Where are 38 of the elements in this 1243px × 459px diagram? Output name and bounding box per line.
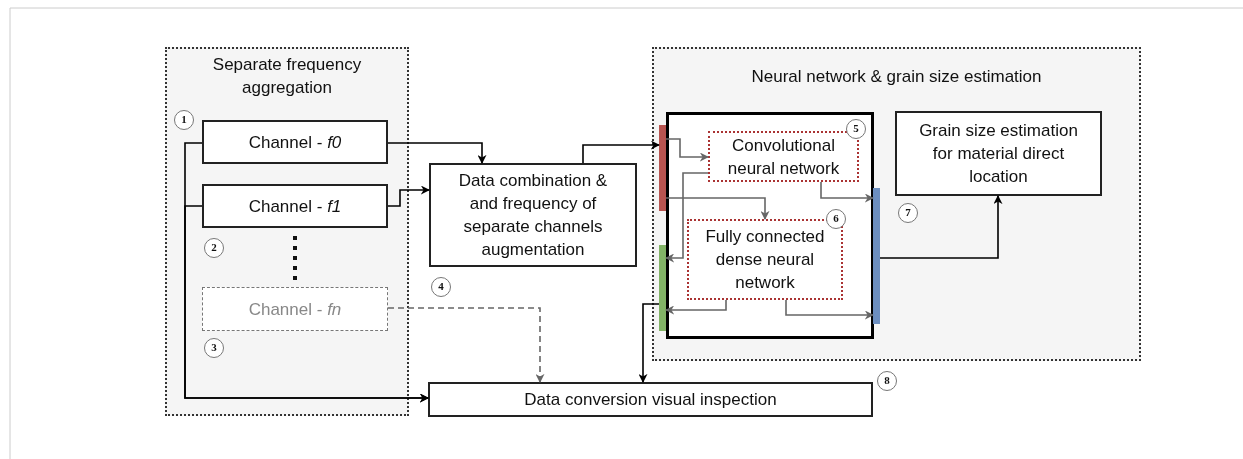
process-box: [708, 131, 859, 182]
arrow: [387, 185, 430, 207]
arrow: [665, 172, 709, 263]
process-box: [202, 287, 388, 331]
box-label: Grain size estimation for material direct location: [918, 120, 1079, 188]
arrow: [820, 181, 874, 203]
process-box: [202, 120, 388, 164]
group-title: Separate frequency aggregation: [211, 54, 363, 99]
box-label: Data conversion visual inspection: [523, 389, 778, 411]
group-panel: [652, 47, 1141, 361]
arrow: [582, 140, 660, 164]
arrow: [387, 142, 487, 164]
box-label: Channel - f0: [247, 131, 343, 154]
box-label: Data combination & and frequency of separate channels augmentation: [457, 170, 609, 261]
process-box: [895, 111, 1102, 196]
port-bar: [659, 245, 666, 331]
box-label: Channel - f1: [247, 195, 343, 218]
arrow: [638, 303, 660, 383]
arrow: [879, 195, 1003, 259]
arrow: [665, 299, 727, 315]
port-bar: [873, 188, 880, 324]
process-box: [202, 184, 388, 228]
box-label: Convolutional neural network: [726, 134, 841, 180]
callout-number: 8: [877, 371, 897, 391]
arrow: [665, 138, 709, 162]
process-box: [428, 382, 873, 417]
group-title: Neural network & grain size estimation: [750, 66, 1043, 88]
process-box: [429, 163, 637, 267]
group-panel: [165, 47, 409, 416]
callout-number: 4: [431, 277, 451, 297]
arrow: [665, 197, 770, 220]
box-label: Fully connected dense neural network: [704, 226, 826, 294]
arrow: [785, 299, 874, 320]
module-box: [666, 112, 874, 339]
box-label: Channel - fn: [247, 298, 343, 321]
port-bar: [659, 125, 666, 211]
arrow: [184, 205, 429, 403]
dashed-arrow: [387, 307, 545, 383]
